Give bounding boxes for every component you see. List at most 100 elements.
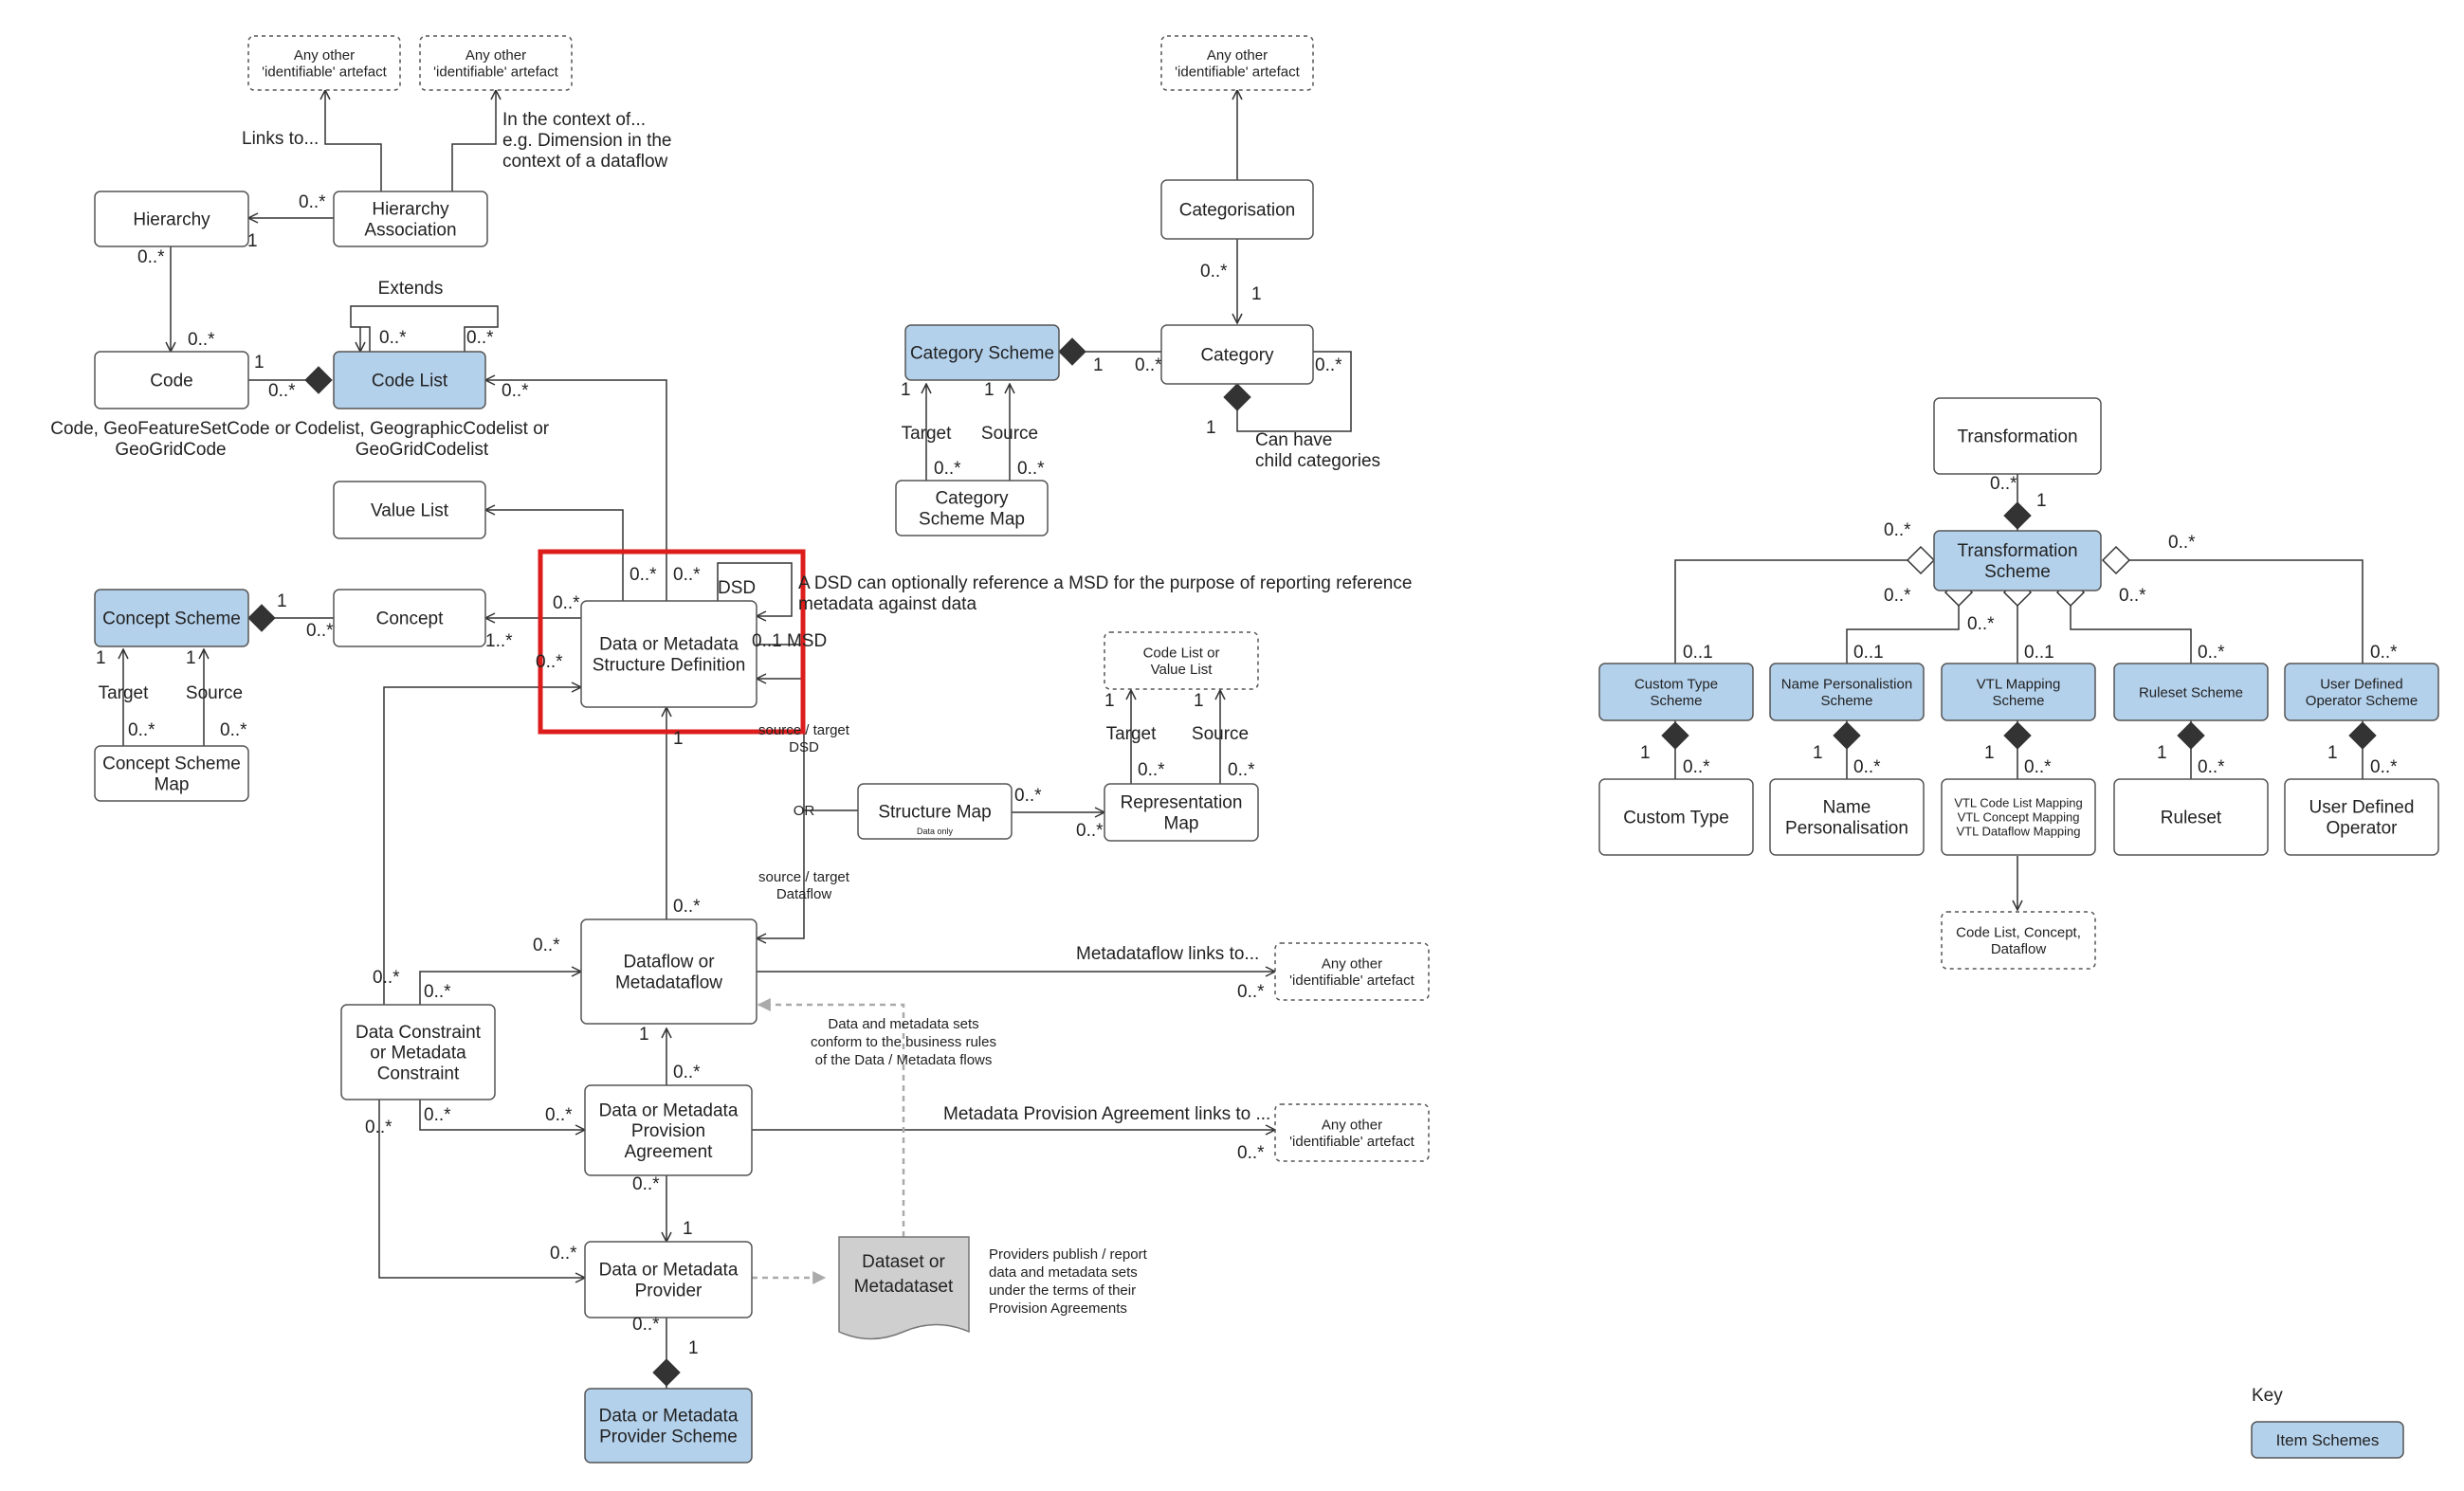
box-label: Code bbox=[150, 372, 192, 391]
mult: 0..* bbox=[2168, 533, 2196, 553]
mult: 0..* bbox=[550, 1244, 577, 1264]
box-label: Any other bbox=[465, 47, 526, 64]
box-frame bbox=[1160, 324, 1314, 385]
mult: 0..* bbox=[1076, 821, 1104, 841]
box-label: Concept Scheme bbox=[102, 755, 241, 774]
link-constraint-dsd bbox=[383, 687, 581, 1005]
note-st-dsd-2: DSD bbox=[789, 739, 819, 755]
mult: 0..1 bbox=[2024, 643, 2054, 663]
diamond-catscheme-category bbox=[1058, 337, 1086, 366]
box-label: Custom Type bbox=[1623, 809, 1729, 828]
mult: 0..* bbox=[1683, 757, 1710, 777]
hollow-diamond-1 bbox=[1906, 545, 1936, 575]
box-code-list: Code List bbox=[333, 351, 486, 409]
note-extends: Extends bbox=[378, 279, 444, 299]
mult: 1 bbox=[984, 380, 995, 400]
box-label: Categorisation bbox=[1179, 201, 1296, 221]
mult: 1 bbox=[186, 648, 196, 668]
box-frame bbox=[333, 481, 486, 539]
box-label: Dataflow bbox=[1991, 941, 2047, 957]
role-source-rm: Source bbox=[1192, 724, 1249, 744]
link-structmap-dataflow bbox=[757, 810, 805, 938]
annotations: Links to... In the context of... e.g. Di… bbox=[50, 110, 2283, 1406]
box-frame bbox=[1160, 35, 1314, 91]
mult: 1 bbox=[2327, 743, 2338, 763]
diamond-cts-ct bbox=[1661, 721, 1689, 750]
box-concept-scheme: Concept Scheme bbox=[94, 589, 249, 647]
mult: 1 bbox=[1813, 743, 1823, 763]
mult: 1 bbox=[683, 1219, 693, 1239]
mult: 0..* bbox=[1135, 355, 1162, 375]
box-label: Dataflow or bbox=[623, 953, 715, 973]
box-label: Personalisation bbox=[1785, 819, 1908, 839]
box-label: User Defined bbox=[2320, 677, 2403, 693]
box-frame bbox=[2251, 1421, 2404, 1459]
mult: 1 bbox=[673, 729, 684, 749]
box-label: Category bbox=[935, 489, 1009, 509]
box-label: 'identifiable' artefact bbox=[1175, 64, 1300, 80]
mult: 0..* bbox=[2119, 586, 2146, 606]
box-label: Any other bbox=[1322, 1118, 1382, 1134]
box-label: 'identifiable' artefact bbox=[1289, 973, 1415, 989]
mult: 0..* bbox=[128, 720, 155, 740]
note-publish-1: Providers publish / report bbox=[989, 1246, 1148, 1263]
box-label: VTL Code List Mapping bbox=[1954, 796, 2082, 810]
role-source-cat: Source bbox=[981, 424, 1038, 444]
link-dsd-codelist bbox=[485, 380, 667, 601]
diamond-rs-r bbox=[2177, 721, 2205, 750]
box-frame bbox=[1598, 663, 1754, 721]
highlight-frame bbox=[538, 549, 806, 735]
note-publish-4: Provision Agreements bbox=[989, 1300, 1127, 1317]
box-label: Concept bbox=[376, 609, 444, 629]
note-key: Key bbox=[2252, 1386, 2283, 1406]
hollow-diamond-5 bbox=[2101, 545, 2131, 575]
mult: 0..* bbox=[536, 652, 563, 672]
box-label: VTL Mapping bbox=[1977, 677, 2061, 693]
mult: 1 bbox=[1251, 284, 1262, 304]
box-frame bbox=[1598, 778, 1754, 856]
note-publish-2: data and metadata sets bbox=[989, 1264, 1138, 1281]
box-frame bbox=[1941, 663, 2096, 721]
box-vtl-targets: Code List, Concept,Dataflow bbox=[1941, 911, 2096, 970]
mult: 0..* bbox=[1237, 1143, 1265, 1163]
mult: 0..* bbox=[466, 328, 494, 348]
note-context-3: context of a dataflow bbox=[502, 152, 668, 172]
diamond-codelist-code bbox=[304, 366, 333, 394]
note-conform-3: of the Data / Metadata flows bbox=[815, 1052, 993, 1068]
mult: 0..* bbox=[268, 381, 296, 401]
mult: 0..* bbox=[424, 1105, 451, 1125]
mult: 1 bbox=[1104, 691, 1115, 711]
mult: 0..* bbox=[2024, 757, 2052, 777]
box-frame bbox=[1769, 663, 1925, 721]
note-child-1: Can have bbox=[1255, 430, 1332, 450]
mult: 1 bbox=[96, 648, 106, 668]
note-mdf-links: Metadataflow links to... bbox=[1076, 944, 1259, 964]
mult: 0..* bbox=[365, 1118, 392, 1137]
box-frame bbox=[1104, 783, 1259, 842]
box-frame bbox=[1104, 631, 1259, 690]
box-label: Category Scheme bbox=[910, 344, 1054, 364]
box-label: Ruleset Scheme bbox=[2139, 684, 2243, 700]
box-any-other-5: Any other'identifiable' artefact bbox=[1274, 1103, 1430, 1162]
mult: 0..* bbox=[1237, 982, 1265, 1002]
note-code-2: GeoGridCode bbox=[115, 440, 226, 460]
box-label: Code List, Concept, bbox=[1956, 925, 2081, 941]
box-any-other-4: Any other'identifiable' artefact bbox=[1274, 942, 1430, 1001]
mult: 1..* bbox=[485, 631, 513, 651]
box-label: VTL Concept Mapping bbox=[1958, 810, 2080, 825]
box-label: Value List bbox=[1151, 662, 1214, 678]
mult: 0..* bbox=[2370, 757, 2398, 777]
box-frame bbox=[340, 1004, 496, 1100]
box-frame bbox=[1274, 942, 1430, 1001]
box-label: Metadataflow bbox=[615, 973, 722, 993]
mult: 0..* bbox=[220, 720, 247, 740]
note-context-1: In the context of... bbox=[502, 110, 646, 130]
